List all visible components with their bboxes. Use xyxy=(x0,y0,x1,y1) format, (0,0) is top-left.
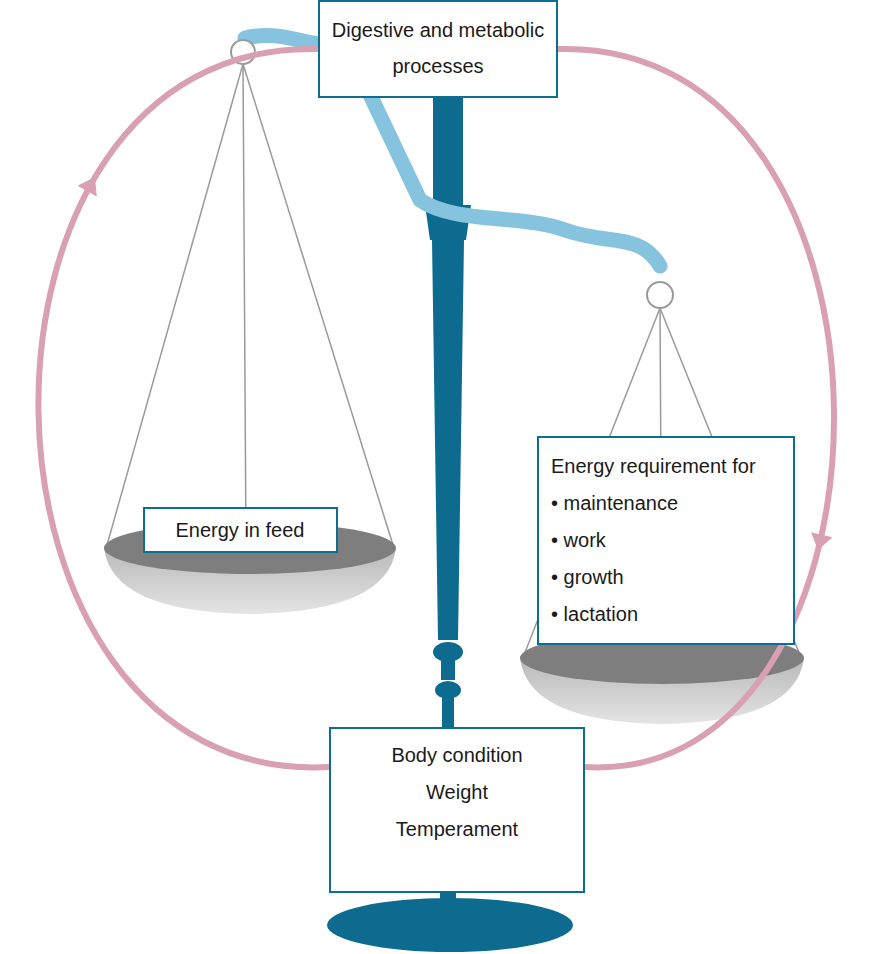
box-line: • work xyxy=(551,522,781,559)
cycle-arrow xyxy=(558,49,834,767)
process-box: Digestive and metabolic processes xyxy=(318,0,558,98)
box-text: Body condition xyxy=(341,737,573,774)
box-text: Energy in feed xyxy=(155,515,326,545)
box-text: Digestive and metabolic processes xyxy=(328,12,548,84)
requirement-box: Energy requirement for• maintenance• wor… xyxy=(537,436,795,645)
input-box: Energy in feed xyxy=(143,507,338,553)
box-line: • lactation xyxy=(551,596,781,633)
left-pan xyxy=(104,40,396,614)
arrow-head xyxy=(811,532,832,550)
cycle-arrow xyxy=(38,49,329,767)
box-line: • growth xyxy=(551,559,781,596)
box-line: Temperament xyxy=(341,811,573,848)
condition-box: Body conditionWeightTemperament xyxy=(329,727,585,893)
box-line: Weight xyxy=(341,774,573,811)
box-line: • maintenance xyxy=(551,485,781,522)
right-pan xyxy=(520,282,804,724)
box-text: Energy requirement for xyxy=(551,448,781,485)
arrow-head xyxy=(78,177,97,196)
